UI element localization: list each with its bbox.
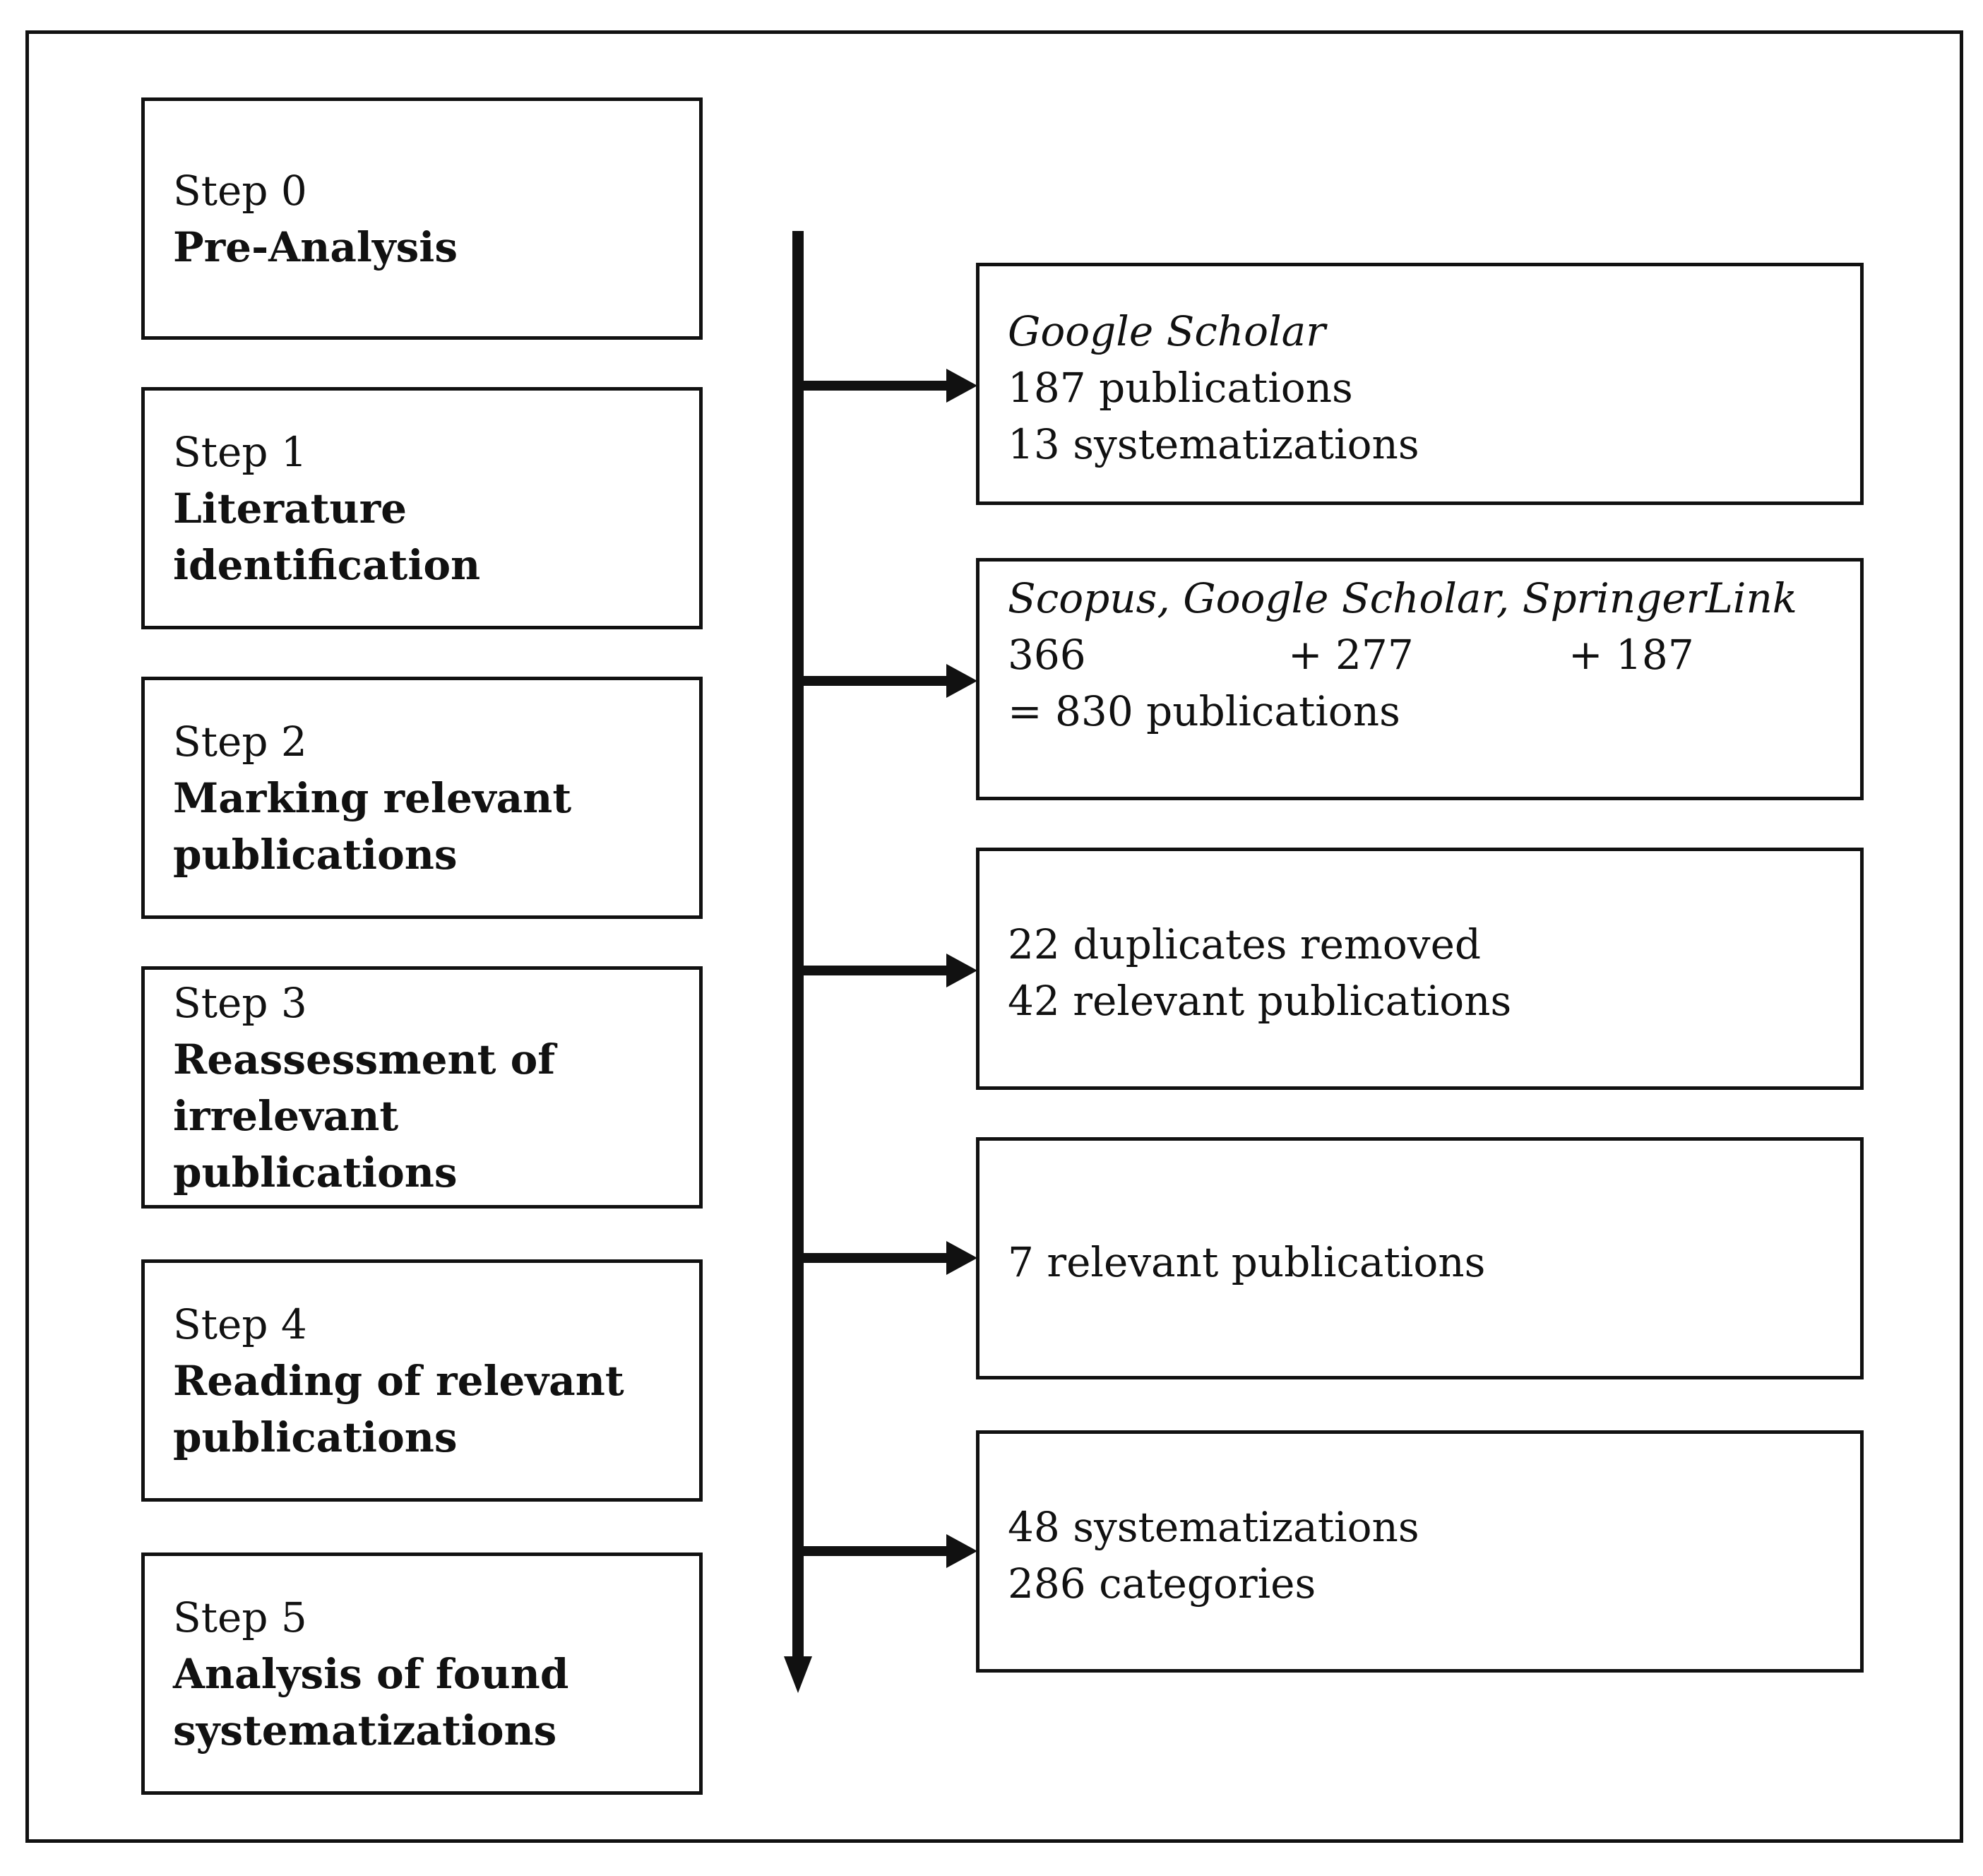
count-springerlink: + 187 xyxy=(1568,631,1694,679)
total-publications: = 830 publications xyxy=(1008,687,1400,735)
count-scopus: 366 xyxy=(1008,631,1086,679)
step-3-box: Step 3 Reassessment of irrelevant public… xyxy=(141,966,703,1209)
result-step4-box: 48 systematizations 286 categories xyxy=(976,1430,1864,1673)
step-title: Reading of relevant publications xyxy=(173,1356,624,1461)
source-label: Google Scholar xyxy=(1008,307,1326,355)
step-number: Step 1 xyxy=(173,427,307,476)
step-number: Step 3 xyxy=(173,978,307,1027)
relevant-publications: 42 relevant publications xyxy=(1008,977,1512,1025)
category-count: 286 categories xyxy=(1008,1560,1316,1608)
systematization-count: 48 systematizations xyxy=(1008,1503,1419,1551)
systematization-count: 13 systematizations xyxy=(1008,420,1419,468)
result-step0-box: Google Scholar 187 publications 13 syste… xyxy=(976,263,1864,505)
duplicates-removed: 22 duplicates removed xyxy=(1008,920,1482,968)
source-counts: 366 + 277 + 187 xyxy=(1008,627,1832,683)
step-4-box: Step 4 Reading of relevant publications xyxy=(141,1259,703,1502)
step-2-box: Step 2 Marking relevant publications xyxy=(141,677,703,919)
step-title: Reassessment of irrelevant publications xyxy=(173,1035,556,1197)
step-number: Step 2 xyxy=(173,717,307,766)
step-title: Literature identification xyxy=(173,484,481,589)
relevant-publications: 7 relevant publications xyxy=(1008,1238,1486,1286)
publication-count: 187 publications xyxy=(1008,364,1353,412)
result-step3-box: 7 relevant publications xyxy=(976,1137,1864,1379)
step-number: Step 5 xyxy=(173,1593,307,1642)
step-title: Pre-Analysis xyxy=(173,222,458,271)
count-google-scholar: + 277 xyxy=(1288,631,1414,679)
step-title: Marking relevant publications xyxy=(173,773,572,879)
step-0-box: Step 0 Pre-Analysis xyxy=(141,97,703,340)
sources-label: Scopus, Google Scholar, SpringerLink xyxy=(1008,574,1797,622)
result-step2-box: 22 duplicates removed 42 relevant public… xyxy=(976,848,1864,1090)
step-number: Step 0 xyxy=(173,166,307,215)
result-step1-box: Scopus, Google Scholar, SpringerLink 366… xyxy=(976,558,1864,800)
figure-frame xyxy=(25,30,1963,1843)
step-title: Analysis of found systematizations xyxy=(173,1649,569,1755)
step-number: Step 4 xyxy=(173,1300,307,1348)
step-1-box: Step 1 Literature identification xyxy=(141,387,703,629)
step-5-box: Step 5 Analysis of found systematization… xyxy=(141,1553,703,1795)
